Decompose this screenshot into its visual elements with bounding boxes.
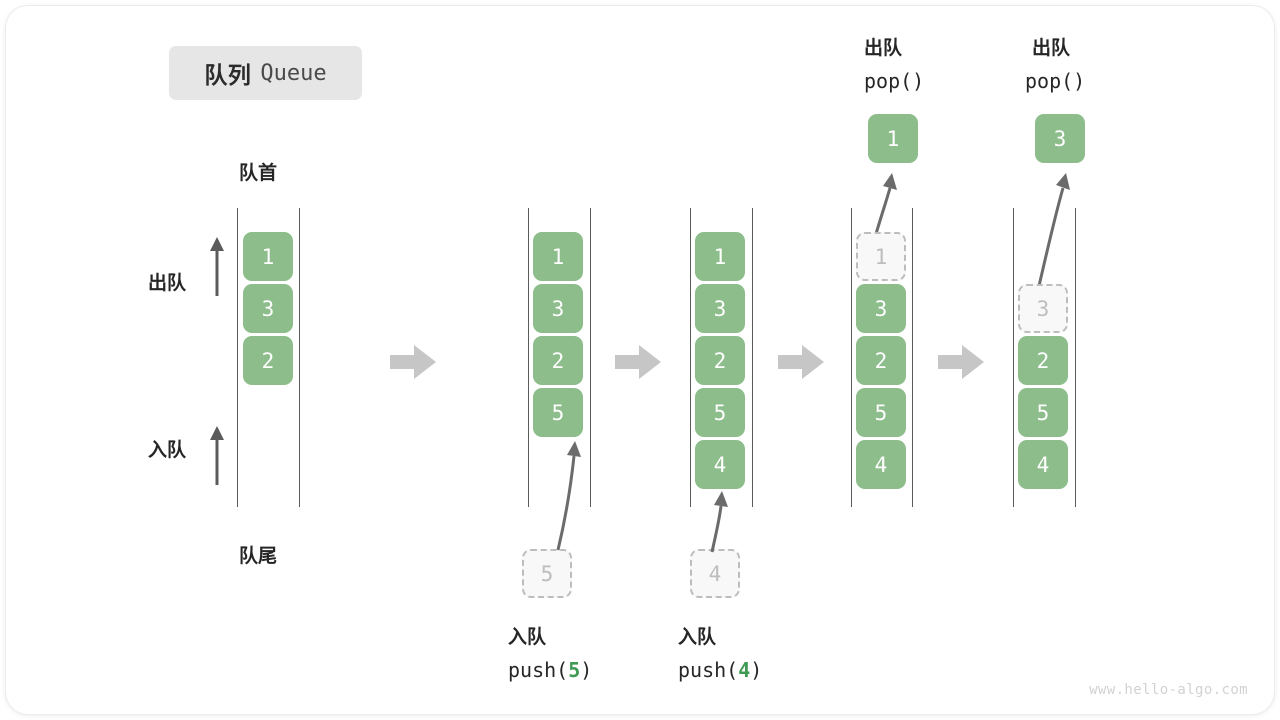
rail-right-col5: [1075, 208, 1076, 507]
queue-item: 2: [243, 336, 293, 385]
rail-right-col2: [590, 208, 591, 507]
queue-item: 3: [695, 284, 745, 333]
title-cn: 队列: [204, 62, 252, 88]
title-en: Queue: [260, 60, 327, 86]
queue-item: 4: [856, 440, 906, 489]
title-badge: 队列 Queue: [169, 46, 362, 100]
pop3-caption-code: pop(): [1025, 69, 1086, 93]
watermark: www.hello-algo.com: [1089, 682, 1248, 698]
queue-item: 2: [695, 336, 745, 385]
push5-caption-code: push(5): [508, 658, 592, 682]
incoming-ghost-box: 5: [522, 549, 572, 598]
popped-ghost-box: 3: [1018, 284, 1068, 333]
push5-post: ): [580, 658, 593, 682]
step-arrow-icon: [778, 345, 824, 379]
push4-caption-code: push(4): [678, 658, 762, 682]
push5-caption-cn: 入队: [508, 627, 547, 648]
rail-left-col1: [237, 208, 238, 507]
popped-ghost-box: 1: [856, 232, 906, 281]
push4-pre: push(: [678, 658, 739, 682]
queue-item: 3: [243, 284, 293, 333]
step-arrow-icon: [615, 345, 661, 379]
rail-left-col4: [851, 208, 852, 507]
dequeue-label: 出队: [148, 273, 187, 294]
rail-left-col5: [1013, 208, 1014, 507]
push4-num: 4: [738, 658, 751, 682]
dequeue-arrow-icon: [210, 237, 224, 296]
pop-arrow-icon: [874, 173, 897, 235]
rail-right-col3: [752, 208, 753, 507]
rail-right-col4: [912, 208, 913, 507]
popped-box: 1: [868, 114, 918, 163]
incoming-ghost-box: 4: [690, 549, 740, 598]
push-arrow-icon: [710, 491, 728, 553]
queue-item: 5: [1018, 388, 1068, 437]
push5-num: 5: [568, 658, 581, 682]
queue-item: 1: [695, 232, 745, 281]
pop1-caption-cn: 出队: [864, 38, 903, 59]
popped-box: 3: [1035, 114, 1085, 163]
push4-caption-cn: 入队: [678, 627, 717, 648]
queue-item-new: 4: [695, 440, 745, 489]
enqueue-label: 入队: [148, 440, 187, 461]
rail-left-col2: [528, 208, 529, 507]
enqueue-arrow-icon: [210, 426, 224, 485]
step-arrow-icon: [938, 345, 984, 379]
queue-item: 2: [533, 336, 583, 385]
queue-item-new: 5: [533, 388, 583, 437]
push4-post: ): [750, 658, 763, 682]
queue-item: 1: [533, 232, 583, 281]
queue-item: 2: [856, 336, 906, 385]
queue-item: 4: [1018, 440, 1068, 489]
rail-left-col3: [690, 208, 691, 507]
rail-right-col1: [299, 208, 300, 507]
pop3-caption-cn: 出队: [1032, 38, 1071, 59]
pop-arrow-icon: [1037, 173, 1070, 287]
queue-item: 1: [243, 232, 293, 281]
queue-item: 2: [1018, 336, 1068, 385]
pop1-caption-code: pop(): [864, 69, 925, 93]
step-arrow-icon: [390, 345, 436, 379]
queue-item: 5: [856, 388, 906, 437]
queue-item: 3: [856, 284, 906, 333]
front-label: 队首: [239, 163, 278, 184]
push-arrow-icon: [556, 441, 581, 551]
push5-pre: push(: [508, 658, 569, 682]
rear-label: 队尾: [239, 546, 278, 567]
queue-item: 5: [695, 388, 745, 437]
queue-item: 3: [533, 284, 583, 333]
